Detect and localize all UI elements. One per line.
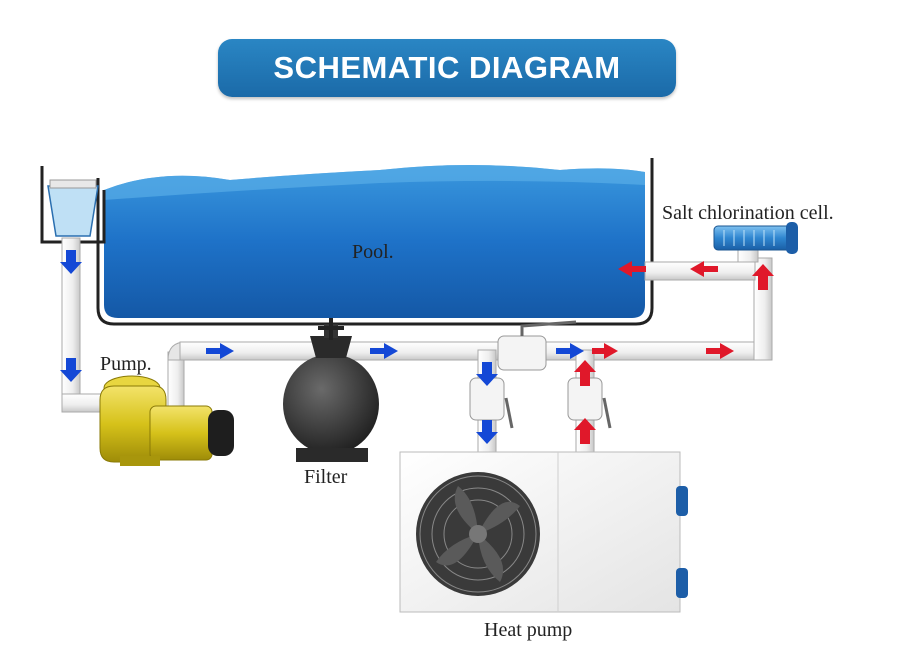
flow-arrow-icon <box>618 261 646 277</box>
pump: Pump. <box>99 353 234 466</box>
heat-pump-label: Heat pump <box>484 619 572 641</box>
flow-arrow-icon <box>556 343 584 359</box>
pump-label: Pump. <box>100 353 152 375</box>
flow-arrow-icon <box>60 250 82 274</box>
flow-arrow-icon <box>60 358 82 382</box>
flow-arrow-icon <box>592 343 618 359</box>
salt-chlorination-cell: Salt chlorination cell. <box>662 202 834 254</box>
flow-arrow-icon <box>706 343 734 359</box>
cold-flow-arrows <box>60 250 584 444</box>
flow-arrow-icon <box>690 261 718 277</box>
skimmer <box>40 166 106 244</box>
flow-arrow-icon <box>476 362 498 386</box>
valve-icon <box>520 320 577 336</box>
flow-arrow-icon <box>574 360 596 386</box>
flow-arrow-icon <box>206 343 234 359</box>
diagram-title: SCHEMATIC DIAGRAM <box>273 50 621 85</box>
pool: Pool. <box>96 158 654 326</box>
flow-arrow-icon <box>574 418 596 444</box>
salt-cell-label: Salt chlorination cell. <box>662 202 834 224</box>
fan-icon <box>416 472 540 596</box>
title-banner: SCHEMATIC DIAGRAM <box>218 39 676 97</box>
hot-flow-arrows <box>574 261 774 444</box>
flow-arrow-icon <box>476 420 498 444</box>
pool-label: Pool. <box>352 241 394 263</box>
flow-arrow-icon <box>370 343 398 359</box>
filter: Filter <box>283 318 379 488</box>
flow-arrow-icon <box>752 264 774 290</box>
filter-label: Filter <box>304 466 348 488</box>
heat-pump: Heat pump <box>399 451 688 641</box>
